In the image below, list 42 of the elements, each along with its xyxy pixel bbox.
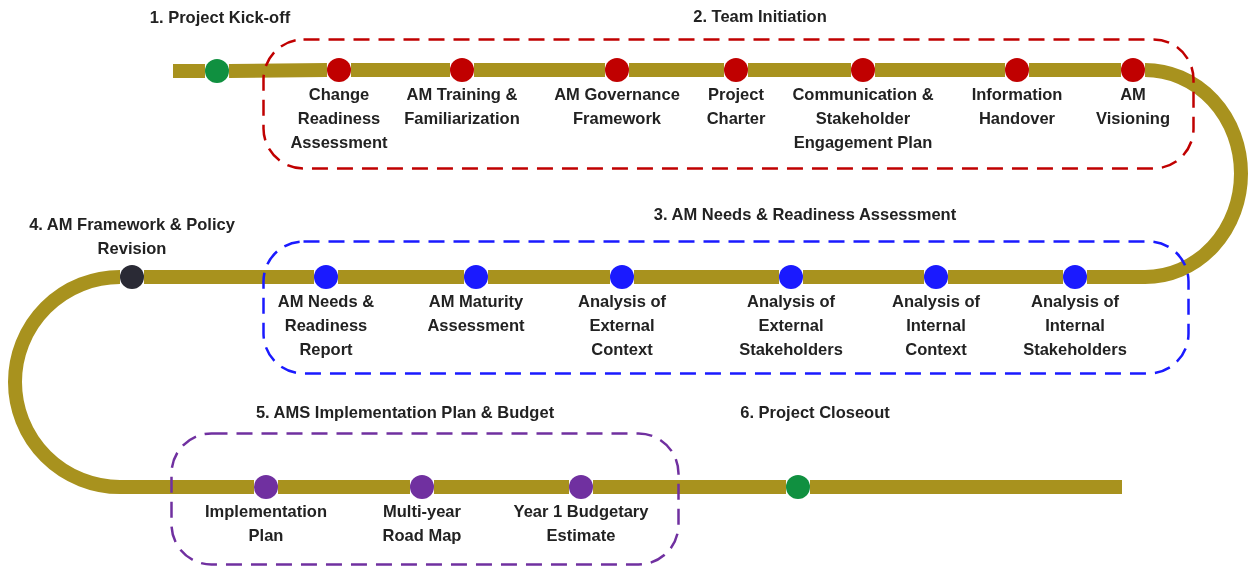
group-title: 5. AMS Implementation Plan & Budget: [254, 402, 556, 423]
track-segment: [488, 270, 610, 284]
milestone-label: Communication & Stakeholder Engagement Plan: [791, 84, 935, 153]
track-segment: [634, 270, 779, 284]
track-segment: [948, 270, 1063, 284]
track-segment: [629, 63, 724, 77]
track-segment: [434, 480, 569, 494]
track-segment: [474, 63, 605, 77]
group-title: 2. Team Initiation: [692, 6, 828, 27]
milestone-label: AM Needs & Readiness Report: [276, 291, 376, 360]
track-segment: [173, 64, 205, 78]
track-segment: [8, 270, 254, 494]
milestone-label: AM Training & Familiarization: [403, 84, 521, 129]
track-segment: [593, 480, 786, 494]
milestone-label: Analysis of External Context: [577, 291, 667, 360]
milestone-label: Year 1 Budgetary Estimate: [512, 501, 650, 546]
group-title: 3. AM Needs & Readiness Assessment: [652, 204, 958, 225]
track-segment: [278, 480, 410, 494]
track-segment: [1087, 63, 1248, 284]
track-segment: [351, 63, 450, 77]
track-segment: [228, 63, 328, 78]
track-segment: [144, 270, 314, 284]
track-segment: [1029, 63, 1121, 77]
milestone-label: Multi-year Road Map: [381, 501, 463, 546]
milestone-heading: 6. Project Closeout: [739, 402, 891, 423]
track-segment: [338, 270, 464, 284]
milestone-label: Analysis of External Stakeholders: [738, 291, 844, 360]
milestone-heading: 4. AM Framework & Policy Revision: [28, 214, 236, 259]
milestone-label: AM Visioning: [1095, 84, 1171, 129]
milestone-label: Information Handover: [970, 84, 1064, 129]
track-segment: [748, 63, 851, 77]
milestone-heading: 1. Project Kick-off: [148, 7, 292, 28]
milestone-label: AM Governance Framework: [553, 84, 681, 129]
milestone-label: AM Maturity Assessment: [426, 291, 526, 336]
milestone-label: Implementation Plan: [204, 501, 328, 546]
milestone-label: Analysis of Internal Stakeholders: [1022, 291, 1128, 360]
milestone-label: Change Readiness Assessment: [289, 84, 389, 153]
milestone-label: Project Charter: [705, 84, 767, 129]
track-segment: [810, 480, 1122, 494]
milestone-label: Analysis of Internal Context: [891, 291, 981, 360]
track-segment: [875, 63, 1005, 77]
track-segment: [803, 270, 924, 284]
